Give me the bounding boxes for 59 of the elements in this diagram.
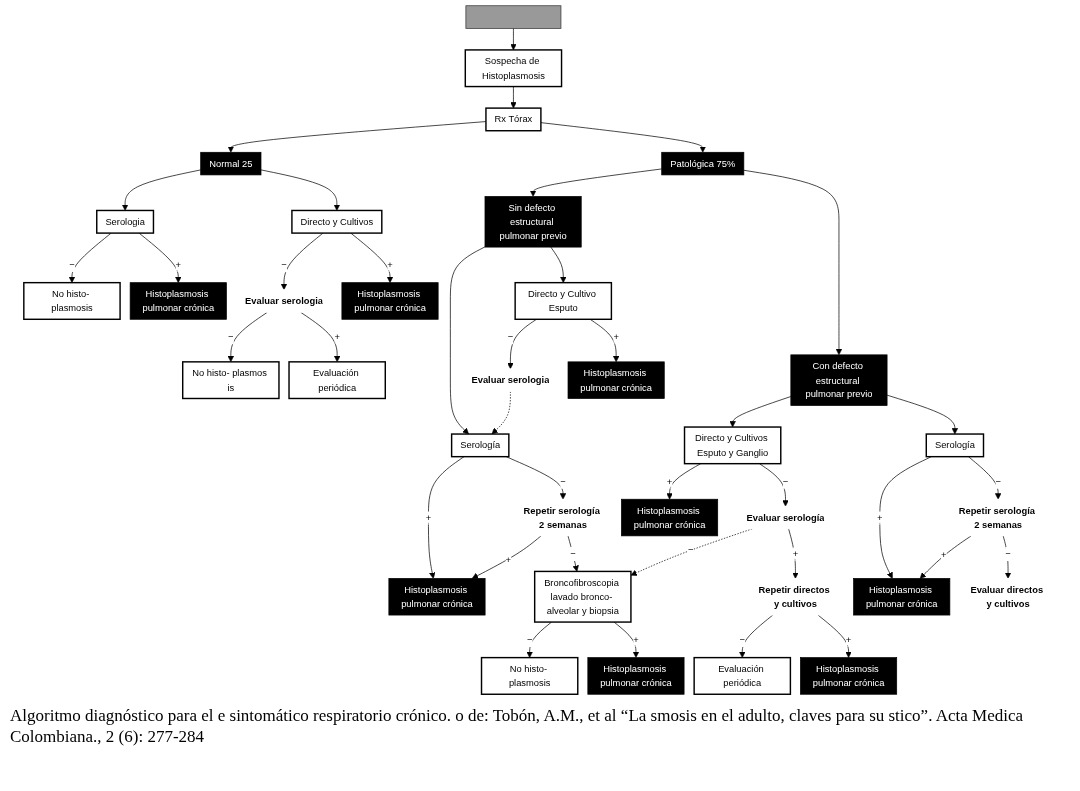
edge-label: −: [69, 259, 75, 271]
edge-label: −: [782, 475, 789, 487]
node-box: Normal 25: [200, 151, 262, 176]
edge-label: +: [792, 548, 799, 559]
edge-label: +: [877, 511, 883, 523]
node-box: Histoplasmosis pulmonar crónica: [587, 657, 685, 695]
node-box: Histoplasmosis pulmonar crónica: [388, 578, 486, 616]
edge-label: +: [334, 331, 340, 343]
edge-label: +: [387, 259, 393, 271]
node-box: Histoplasmosis pulmonar crónica: [853, 578, 951, 616]
node-text: Repetir directos y cultivos: [758, 584, 830, 609]
node-text: Evaluar serologia: [245, 295, 323, 307]
edge-label: −: [228, 331, 234, 343]
figure-caption: Algoritmo diagnóstico para el e sintomático respiratorio crónico. o de: Tobón, A.M., et al “La smosis en el adulto, claves para su stico”. Acta Medica Colombiana., 2 (6): 277-284: [10, 705, 1025, 748]
node-box: Con defecto estructural pulmonar previo: [790, 354, 888, 406]
node-box: Directo y Cultivos Esputo y Ganglio: [683, 426, 782, 465]
node-text: Evaluar serologia: [471, 374, 550, 386]
edge-label: +: [425, 511, 432, 523]
node-box: Serología: [450, 433, 510, 458]
edge-label: −: [1005, 548, 1011, 559]
node-box: Directo y Cultivo Esputo: [514, 281, 613, 320]
node-bar: [465, 5, 562, 29]
edge-label: −: [687, 544, 694, 555]
node-box: Histoplasmosis pulmonar crónica: [621, 498, 719, 537]
edge-label: −: [281, 259, 287, 271]
node-box: Patológica 75%: [661, 151, 745, 176]
node-text: Repetir serología 2 semanas: [958, 504, 1035, 530]
node-text: Evaluar directos y cultivos: [970, 584, 1044, 609]
node-box: No histo- plasmosis: [23, 281, 121, 320]
node-box: Histoplasmosis pulmonar crónica: [800, 657, 898, 695]
edge-label: +: [613, 331, 619, 343]
edge-label: +: [175, 259, 181, 271]
node-box: Rx Tórax: [485, 107, 542, 132]
node-box: No histo- plasmos is: [182, 361, 280, 400]
node-box: Serología: [925, 433, 985, 458]
node-box: Histoplasmosis pulmonar crónica: [129, 282, 227, 320]
node-box: Evaluación periódica: [288, 361, 386, 400]
node-box: Broncofibroscopia lavado bronco- alveolar y biopsia: [533, 570, 632, 623]
edge-label: +: [941, 549, 947, 561]
edge-label: −: [507, 331, 514, 343]
node-box: Serologia: [96, 209, 155, 234]
node-text: Repetir serología 2 semanas: [523, 504, 600, 530]
node-box: Evaluación periódica: [693, 656, 792, 695]
edge-label: +: [505, 554, 511, 565]
edge-label: −: [526, 634, 533, 646]
node-box: Histoplasmosis pulmonar crónica: [341, 282, 439, 320]
edge-label: +: [845, 634, 852, 646]
node-box: Directo y Cultivos: [291, 209, 383, 234]
edge-label: −: [739, 634, 745, 646]
node-box: Sospecha de Histoplasmosis: [464, 49, 563, 88]
node-box: No histo- plasmosis: [480, 656, 579, 695]
edge-label: −: [995, 475, 1001, 487]
edge-label: −: [560, 475, 566, 487]
edge-label: +: [666, 475, 673, 487]
edge-label: +: [633, 634, 639, 646]
node-box: Histoplasmosis pulmonar crónica: [567, 361, 665, 399]
node-box: Sin defecto estructural pulmonar previo: [484, 196, 582, 248]
node-text: Evaluar serología: [746, 511, 825, 523]
edge-label: −: [570, 548, 576, 559]
